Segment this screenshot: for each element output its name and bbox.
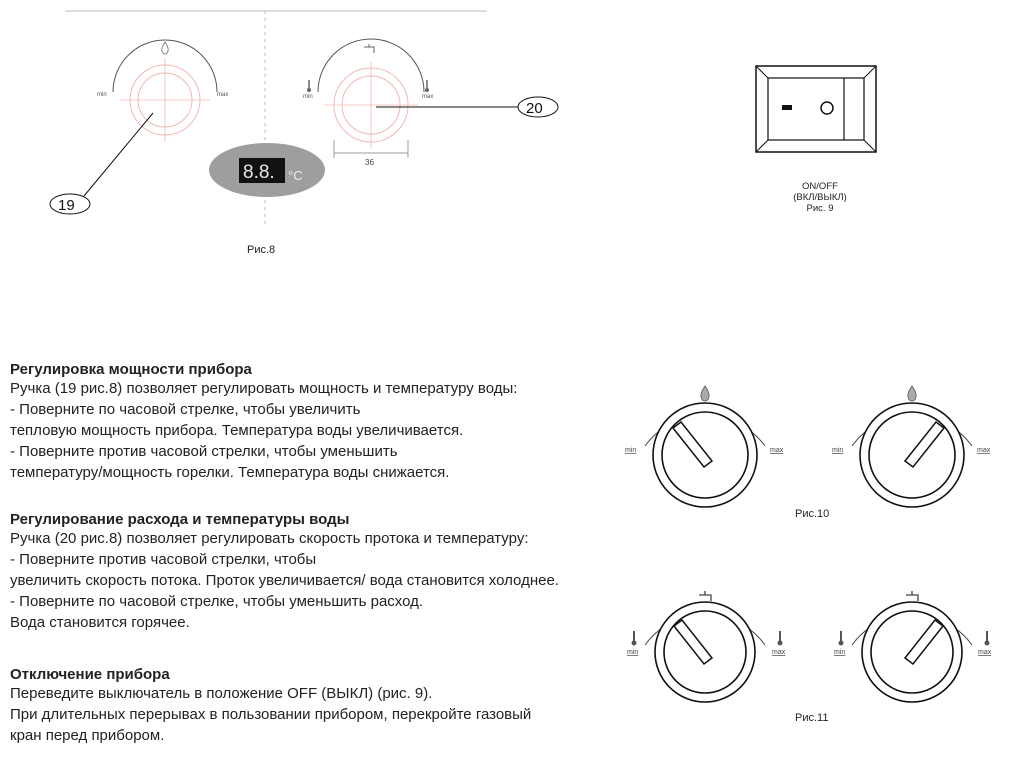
- knob-19: min max: [97, 39, 228, 142]
- text-line: Ручка (20 рис.8) позволяет регулировать …: [10, 530, 529, 547]
- knob-20-min-label: min: [303, 94, 313, 100]
- min-label: min: [627, 649, 638, 656]
- max-label: max: [978, 649, 992, 656]
- text-line: - Поверните против часовой стрелки, чтоб…: [10, 551, 317, 568]
- display-value: 8.8.: [243, 162, 275, 183]
- text-line: кран перед прибором.: [10, 727, 165, 744]
- switch-label-ru: (ВКЛ/ВЫКЛ): [793, 192, 847, 203]
- display-unit: °C: [288, 168, 303, 183]
- min-label: min: [834, 649, 845, 656]
- dimension-label: 36: [365, 158, 374, 167]
- text-line: Переведите выключатель в положение OFF (…: [10, 685, 433, 702]
- min-label: min: [832, 447, 843, 454]
- figure-8: min max min max 36 8.8. °C 19: [49, 10, 559, 228]
- thermometer-icon: [838, 631, 844, 646]
- knob-19-max-label: max: [217, 92, 228, 98]
- text-line: При длительных перерывах в пользовании п…: [10, 706, 532, 723]
- callout-19: 19: [58, 197, 75, 214]
- min-label: min: [625, 447, 636, 454]
- section-heading: Регулирование расхода и температуры воды: [10, 511, 350, 528]
- figure-9-switch: [755, 65, 877, 153]
- knob-20: min max 36: [303, 38, 433, 167]
- text-line: температуру/мощность горелки. Температур…: [10, 464, 450, 481]
- figure-11-caption: Рис.11: [795, 712, 829, 724]
- thermometer-icon: [631, 631, 637, 646]
- figure-10-knob-min: min max: [625, 385, 784, 508]
- flame-icon: [161, 41, 169, 55]
- switch-label: ON/OFF: [802, 181, 838, 192]
- figure-9-caption: ON/OFF (ВКЛ/ВЫКЛ) Рис. 9: [770, 181, 870, 214]
- max-label: max: [772, 649, 786, 656]
- callout-20: 20: [526, 100, 543, 117]
- figure-10: min max min max: [625, 385, 991, 508]
- max-label: max: [977, 447, 991, 454]
- text-line: тепловую мощность прибора. Температура в…: [10, 422, 464, 439]
- section-flow-adjust: Регулирование расхода и температуры воды…: [10, 511, 559, 633]
- max-label: max: [770, 447, 784, 454]
- text-line: - Поверните по часовой стрелке, чтобы ув…: [10, 401, 361, 418]
- figure-8-caption: Рис.8: [247, 244, 276, 256]
- knob-19-min-label: min: [97, 92, 107, 98]
- tap-icon: [906, 591, 919, 601]
- flame-icon: [700, 385, 710, 402]
- temperature-display: 8.8. °C: [209, 143, 325, 197]
- flame-icon: [907, 385, 917, 402]
- figure-11: min max min max: [627, 591, 992, 703]
- tap-icon: [364, 44, 375, 53]
- text-line: - Поверните по часовой стрелке, чтобы ум…: [10, 593, 424, 610]
- figure-10-caption: Рис.10: [795, 508, 830, 520]
- section-heading: Отключение прибора: [10, 666, 170, 683]
- figure-10-knob-max: min max: [832, 385, 991, 508]
- figure-11-knob-min: min max: [627, 591, 786, 703]
- tap-icon: [699, 591, 712, 601]
- thermometer-icon: [984, 631, 990, 646]
- text-line: увеличить скорость потока. Проток увелич…: [10, 572, 559, 589]
- text-line: Вода становится горячее.: [10, 614, 190, 631]
- section-heading: Регулировка мощности прибора: [10, 361, 252, 378]
- thermometer-icon: [307, 80, 311, 92]
- text-line: - Поверните против часовой стрелки, чтоб…: [10, 443, 398, 460]
- section-power-adjust: Регулировка мощности прибора Ручка (19 р…: [10, 361, 517, 483]
- figure-9-number: Рис. 9: [806, 203, 834, 214]
- section-shutdown: Отключение прибора Переведите выключател…: [10, 666, 531, 746]
- thermometer-icon: [425, 80, 429, 92]
- knob-20-max-label: max: [422, 94, 433, 100]
- thermometer-icon: [777, 631, 783, 646]
- figure-11-knob-max: min max: [834, 591, 992, 703]
- text-line: Ручка (19 рис.8) позволяет регулировать …: [10, 380, 518, 397]
